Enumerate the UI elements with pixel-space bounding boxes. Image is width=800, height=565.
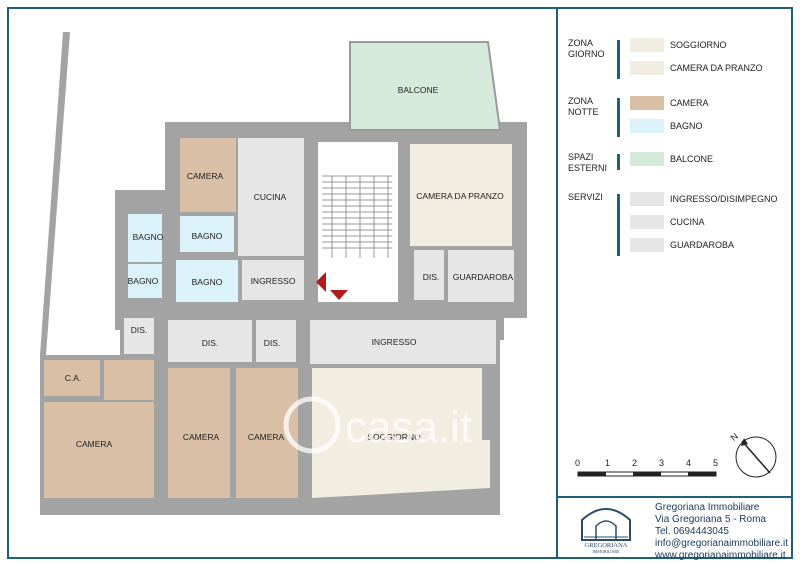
- scale-tick-2: 2: [632, 458, 638, 468]
- room-ca-annex: [104, 360, 154, 400]
- legend-swatch: [630, 215, 664, 229]
- room-dis-left: [124, 318, 154, 354]
- room-bagno-mid: [180, 216, 234, 252]
- label-camera-top: CAMERA: [187, 171, 224, 181]
- label-camera-da-pranzo: CAMERA DA PRANZO: [416, 191, 504, 201]
- scale-tick-3: 3: [659, 458, 665, 468]
- company-phone: Tel. 0694443045: [655, 526, 729, 537]
- room-dis-right: [414, 250, 444, 300]
- room-camera-mid1: [168, 368, 230, 498]
- watermark-text: casa.it: [345, 403, 472, 452]
- scale-bar: [577, 471, 717, 477]
- company-name: Gregoriana Immobiliare: [655, 502, 760, 513]
- room-dis-mid: [168, 320, 252, 362]
- legend-group-bar: [617, 98, 620, 137]
- legend-swatch: [630, 38, 664, 52]
- entry-arrow-left-icon: [316, 272, 326, 292]
- legend-item-label: CUCINA: [670, 217, 705, 227]
- label-balcone: BALCONE: [398, 85, 439, 95]
- label-camera-mid2: CAMERA: [248, 432, 285, 442]
- label-dis-left: DIS.: [131, 325, 148, 335]
- label-dis-center: DIS.: [264, 338, 281, 348]
- room-soggiorno: [312, 368, 490, 498]
- room-bagno-lower: [176, 260, 238, 302]
- legend-swatch: [630, 192, 664, 206]
- legend-group-title: ZONA NOTTE: [568, 96, 599, 117]
- legend-item-label: BAGNO: [670, 121, 703, 131]
- label-camera-mid1: CAMERA: [183, 432, 220, 442]
- scale-tick-5: 5: [713, 458, 719, 468]
- label-dis-mid: DIS.: [202, 338, 219, 348]
- label-ingresso-top: INGRESSO: [251, 276, 296, 286]
- page-frame: [7, 7, 793, 559]
- logo-text: GREGORIANA: [585, 542, 628, 549]
- label-camera-left: CAMERA: [76, 439, 113, 449]
- legend-group-title: SERVIZI: [568, 192, 603, 202]
- room-ca: [44, 360, 100, 396]
- scale-tick-4: 4: [686, 458, 692, 468]
- label-bagno-lower: BAGNO: [192, 277, 223, 287]
- label-guardaroba: GUARDAROBA: [453, 272, 514, 282]
- label-ca: C.A.: [65, 373, 82, 383]
- legend-swatch: [630, 152, 664, 166]
- legend-item-label: BALCONE: [670, 154, 714, 164]
- boundary-wall: [40, 32, 70, 355]
- legend-group-title: SPAZI ESTERNI: [568, 152, 608, 173]
- company-logo: [581, 508, 631, 541]
- legend-item-label: CAMERA DA PRANZO: [670, 63, 763, 73]
- label-bagno-small: BAGNO: [128, 276, 159, 286]
- compass-icon: [735, 436, 777, 478]
- legend-swatch: [630, 96, 664, 110]
- legend-item-label: INGRESSO/DISIMPEGNO: [670, 194, 778, 204]
- scale-tick-0: 0: [575, 458, 581, 468]
- company-website[interactable]: www.gregorianaimmobiliare.it: [655, 550, 786, 561]
- room-camera-da-pranzo: [410, 144, 512, 246]
- room-balcone: [349, 41, 502, 131]
- legend-group-title: ZONA GIORNO: [568, 38, 605, 59]
- legend-swatch: [630, 238, 664, 252]
- label-bagno-mid: BAGNO: [192, 231, 223, 241]
- legend-item-label: SOGGIORNO: [670, 40, 727, 50]
- stairwell: [318, 142, 398, 302]
- legend-item-label: GUARDAROBA: [670, 240, 735, 250]
- label-bagno-left: BAGNO: [133, 232, 164, 242]
- company-email[interactable]: info@gregorianaimmobiliare.it: [655, 538, 788, 549]
- legend-swatch: [630, 119, 664, 133]
- legend-swatch: [630, 61, 664, 75]
- company-address: Via Gregoriana 5 - Roma: [655, 514, 766, 525]
- watermark-house-icon: [283, 396, 341, 454]
- label-ingresso-main: INGRESSO: [372, 337, 417, 347]
- legend-group-bar: [617, 40, 620, 79]
- logo-subtext: IMMOBILIARE: [592, 549, 620, 554]
- room-cucina: [238, 138, 304, 256]
- legend-group-bar: [617, 154, 620, 170]
- room-bagno-left: [128, 214, 162, 262]
- room-camera-top: [180, 138, 236, 212]
- room-guardaroba: [448, 250, 514, 302]
- legend-group-bar: [617, 194, 620, 256]
- label-dis-right: DIS.: [423, 272, 440, 282]
- room-camera-left: [44, 402, 154, 498]
- label-cucina: CUCINA: [254, 192, 287, 202]
- entry-arrow-down-icon: [330, 290, 348, 300]
- room-ingresso-main: [310, 320, 496, 364]
- room-dis-center: [256, 320, 296, 362]
- label-soggiorno: SOGGIORNO: [367, 432, 421, 442]
- stairs: [322, 175, 392, 258]
- room-ingresso-top: [242, 260, 304, 300]
- legend-item-label: CAMERA: [670, 98, 709, 108]
- room-bagno-small: [128, 264, 162, 298]
- scale-tick-1: 1: [605, 458, 611, 468]
